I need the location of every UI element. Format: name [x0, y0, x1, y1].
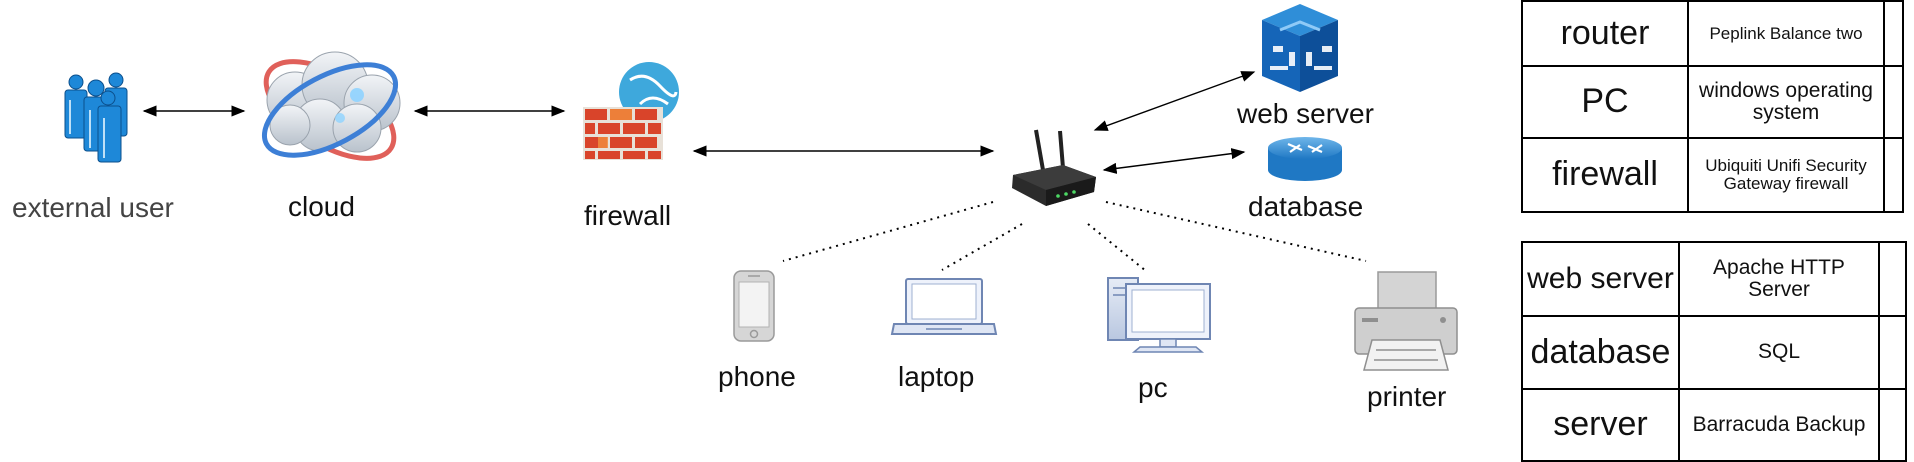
- spec-key: PC: [1521, 65, 1689, 139]
- table-row: PC windows operating system: [1521, 65, 1904, 139]
- link-router-webserver: [1093, 71, 1256, 131]
- phone-icon: [733, 270, 775, 342]
- table-row: server Barracuda Backup: [1521, 388, 1907, 462]
- router-icon: [1012, 129, 1096, 206]
- link-router-printer: [1105, 201, 1367, 262]
- spec-value: Peplink Balance two: [1687, 0, 1885, 67]
- database-icon: [1268, 137, 1342, 181]
- table-row: web server Apache HTTP Server: [1521, 241, 1907, 317]
- printer-icon: [1354, 271, 1458, 371]
- label-web-server: web server: [1237, 98, 1374, 129]
- table-row: router Peplink Balance two: [1521, 0, 1904, 67]
- empty-cell: [1878, 388, 1907, 462]
- empty-cell: [1883, 65, 1904, 139]
- empty-cell: [1878, 241, 1907, 317]
- label-phone: phone: [718, 361, 796, 392]
- laptop-icon: [890, 278, 998, 335]
- link-router-laptop: [941, 223, 1023, 271]
- spec-value: windows operating system: [1687, 65, 1885, 139]
- label-firewall: firewall: [584, 200, 672, 231]
- label-laptop: laptop: [898, 361, 975, 392]
- spec-value: SQL: [1678, 315, 1880, 390]
- spec-key: server: [1521, 388, 1680, 462]
- label-printer: printer: [1367, 381, 1447, 412]
- spec-key: web server: [1521, 241, 1680, 317]
- link-router-database: [1102, 148, 1246, 174]
- users-icon: [64, 72, 128, 163]
- link-router-phone: [782, 201, 994, 262]
- software-spec-table: web server Apache HTTP Server database S…: [1521, 241, 1907, 462]
- label-external-user: external user: [12, 192, 174, 223]
- label-database: database: [1248, 191, 1364, 222]
- empty-cell: [1878, 315, 1907, 390]
- firewall-icon: [583, 62, 679, 160]
- table-row: firewall Ubiquiti Unifi Security Gateway…: [1521, 137, 1904, 213]
- spec-value: Ubiquiti Unifi Security Gateway firewall: [1687, 137, 1885, 213]
- spec-key: router: [1521, 0, 1689, 67]
- device-spec-table: router Peplink Balance two PC windows op…: [1521, 0, 1904, 213]
- empty-cell: [1883, 0, 1904, 67]
- spec-value: Barracuda Backup: [1678, 388, 1880, 462]
- spec-key: database: [1521, 315, 1680, 390]
- spec-key: firewall: [1521, 137, 1689, 213]
- cloud-icon: [261, 51, 401, 161]
- empty-cell: [1883, 137, 1904, 213]
- spec-value: Apache HTTP Server: [1678, 241, 1880, 317]
- label-cloud: cloud: [288, 191, 355, 222]
- web-server-icon: [1262, 4, 1338, 92]
- table-row: database SQL: [1521, 315, 1907, 390]
- pc-icon: [1107, 277, 1211, 353]
- label-pc: pc: [1138, 372, 1168, 403]
- link-router-pc: [1087, 223, 1147, 272]
